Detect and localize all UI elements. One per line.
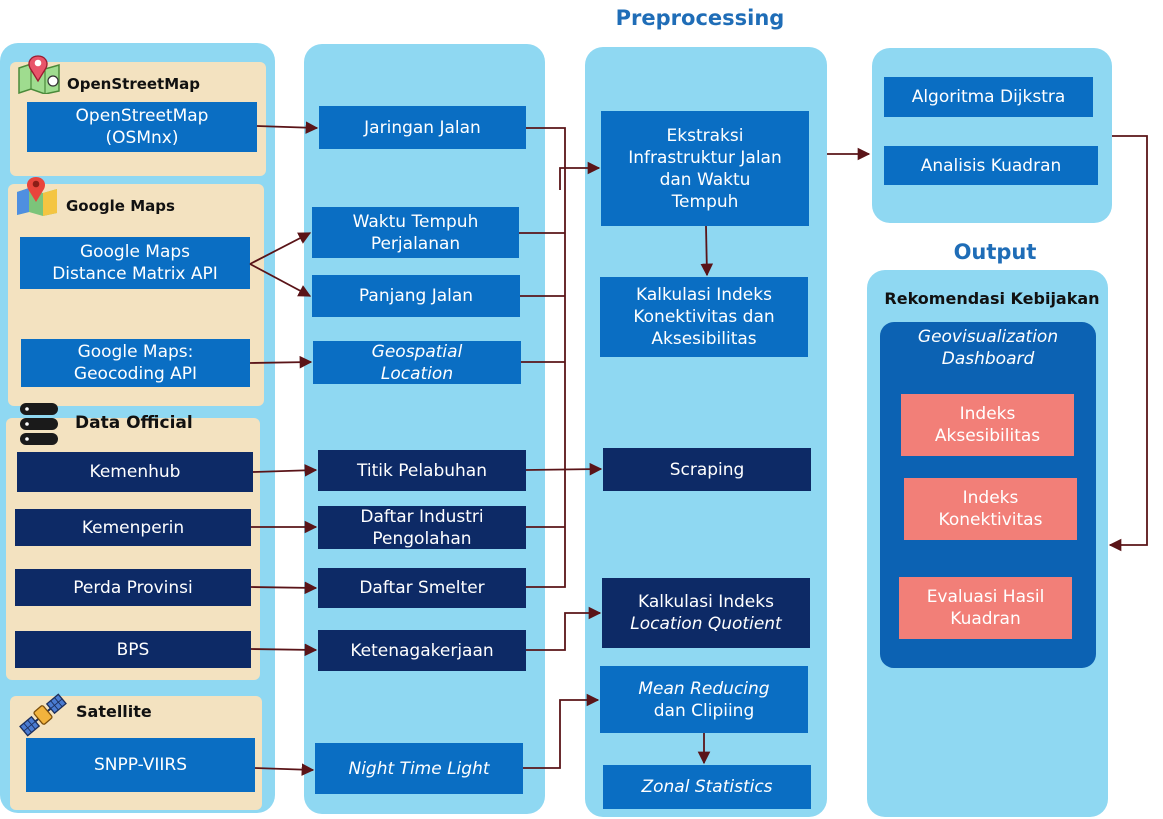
jaringan-jalan-box: Jaringan Jalan	[319, 106, 526, 149]
official-header: Data Official	[75, 413, 193, 433]
map-pin-icon	[16, 54, 62, 95]
rekomendasi-header: Rekomendasi Kebijakan	[884, 289, 1100, 308]
lq-line1: Kalkulasi Indeks	[638, 592, 774, 612]
indeks-aksesibilitas-box: Indeks Aksesibilitas	[901, 394, 1074, 456]
analysis-panel	[872, 48, 1112, 223]
satellite-icon	[16, 688, 70, 742]
evaluasi-hasil-box: Evaluasi Hasil Kuadran	[899, 577, 1072, 639]
location-quotient-box: Kalkulasi Indeks Location Quotient	[602, 578, 810, 648]
output-title: Output	[953, 240, 1037, 264]
kalkulasi-konektivitas-box: Kalkulasi Indeks Konektivitas dan Aksesi…	[600, 277, 808, 357]
kemenperin-box: Kemenperin	[15, 509, 251, 546]
waktu-tempuh-box: Waktu Tempuh Perjalanan	[312, 207, 519, 258]
google-geocoding-box: Google Maps: Geocoding API	[21, 339, 250, 387]
google-header: Google Maps	[66, 197, 175, 215]
zonal-statistics-box: Zonal Statistics	[603, 765, 811, 809]
data-panel	[304, 44, 545, 814]
osm-osmnx-box: OpenStreetMap (OSMnx)	[27, 102, 257, 152]
bps-box: BPS	[15, 631, 251, 668]
night-time-light-box: Night Time Light	[315, 743, 523, 794]
arrow-analysis-output	[1108, 135, 1148, 552]
snpp-viirs-box: SNPP-VIIRS	[26, 738, 255, 792]
mr-line2: dan Clipiing	[653, 700, 755, 721]
titik-pelabuhan-box: Titik Pelabuhan	[318, 450, 526, 491]
mr-line1: Mean Reducing	[638, 678, 770, 699]
satellite-header: Satellite	[76, 702, 152, 721]
indeks-konektivitas-box: Indeks Konektivitas	[904, 478, 1077, 540]
daftar-industri-box: Daftar Industri Pengolahan	[318, 506, 526, 549]
panjang-jalan-box: Panjang Jalan	[312, 275, 520, 317]
google-distance-matrix-box: Google Maps Distance Matrix API	[20, 237, 250, 289]
ketenagakerjaan-box: Ketenagakerjaan	[318, 630, 526, 671]
geospatial-location-box: Geospatial Location	[313, 341, 521, 384]
analisis-kuadran-box: Analisis Kuadran	[884, 146, 1098, 185]
kemenhub-box: Kemenhub	[17, 452, 253, 492]
dashboard-title: Geovisualization Dashboard	[917, 327, 1059, 369]
perda-provinsi-box: Perda Provinsi	[15, 569, 251, 606]
osm-header: OpenStreetMap	[67, 75, 201, 93]
scraping-box: Scraping	[603, 448, 811, 491]
database-icon	[19, 402, 59, 446]
preprocessing-title: Preprocessing	[615, 6, 785, 30]
mean-reducing-box: Mean Reducing dan Clipiing	[600, 666, 808, 733]
daftar-smelter-box: Daftar Smelter	[318, 568, 526, 608]
ekstraksi-box: Ekstraksi Infrastruktur Jalan dan Waktu …	[601, 111, 809, 226]
google-maps-icon	[15, 176, 59, 216]
lq-line2: Location Quotient	[630, 614, 782, 634]
dijkstra-box: Algoritma Dijkstra	[884, 77, 1093, 117]
